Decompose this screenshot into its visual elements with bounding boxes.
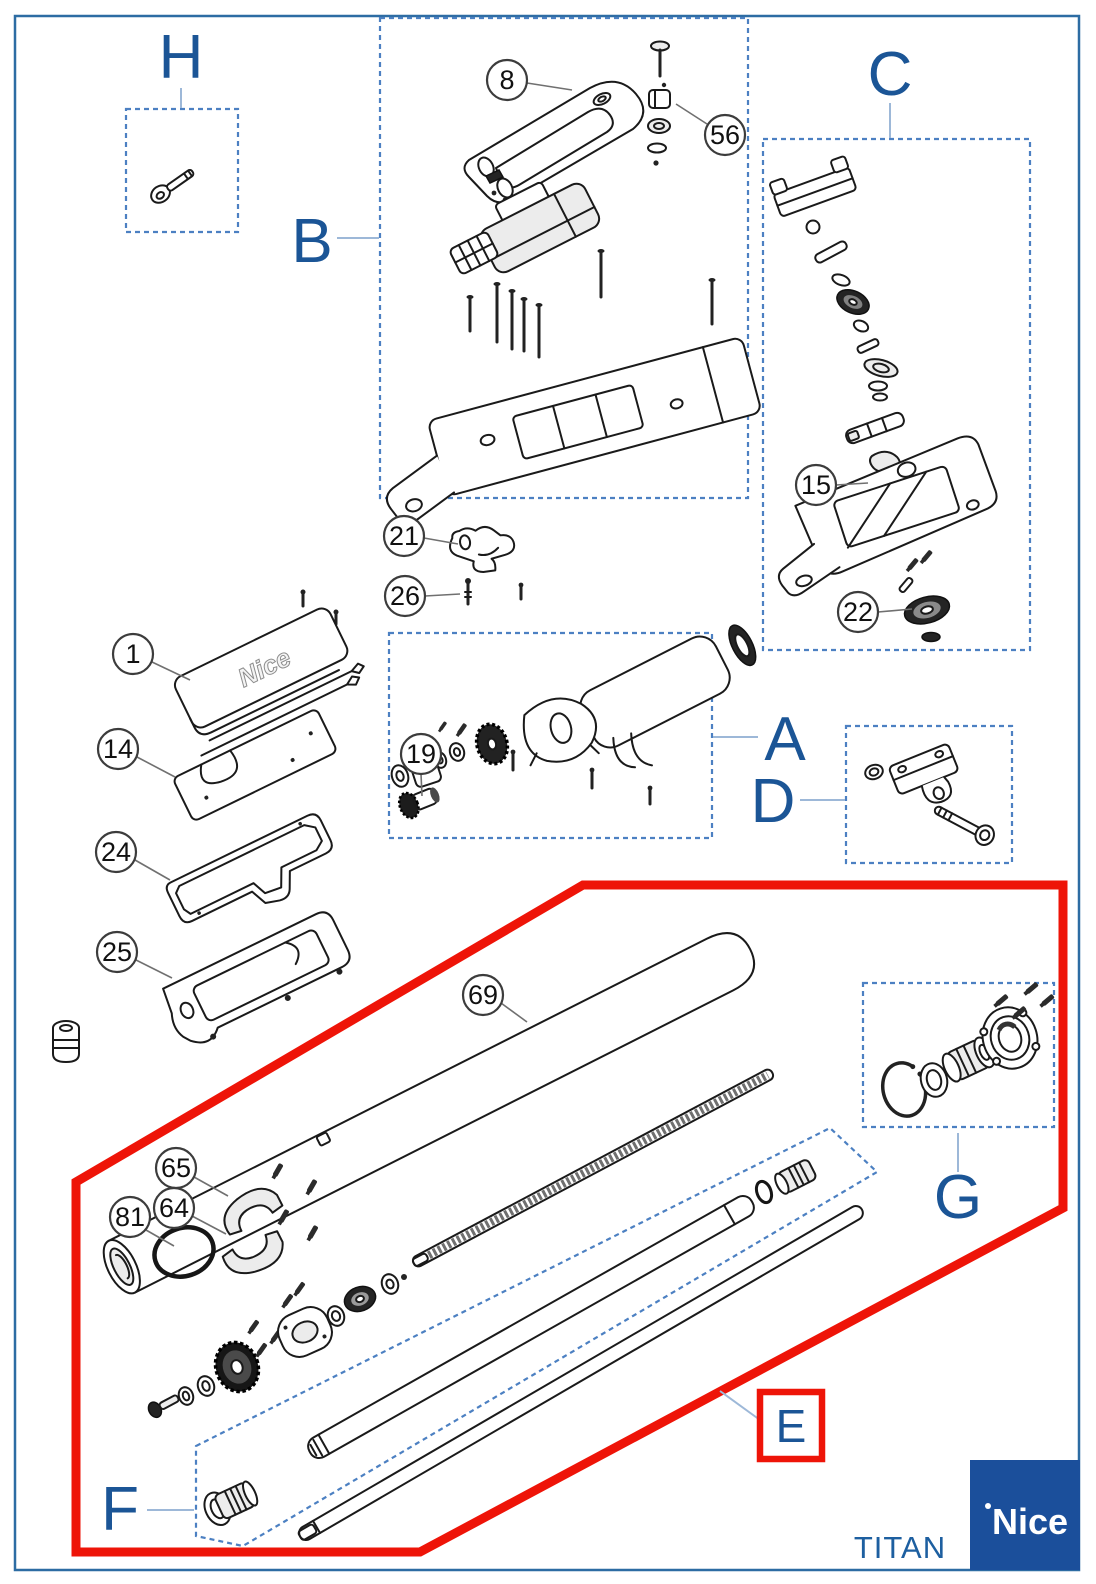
drawing-oring-81 <box>152 1225 216 1279</box>
part-callout-1: 1 <box>111 632 191 681</box>
drawing-drive-cluster <box>147 1273 407 1419</box>
svg-text:56: 56 <box>710 120 740 150</box>
drawing-spur-gear-a <box>474 722 510 766</box>
drawing-motor-a <box>566 624 757 769</box>
part-callout-8: 8 <box>485 58 573 102</box>
section-label-B: B <box>291 207 379 276</box>
part-callout-26: 26 <box>383 574 461 618</box>
drawing-clamp-shell-64 <box>221 1230 284 1275</box>
drawing-oring-small <box>754 1179 774 1205</box>
part-callout-64: 64 <box>152 1186 227 1235</box>
drawing-bracket-21 <box>449 525 516 574</box>
section-box-H <box>124 107 240 234</box>
section-label-H: H <box>159 23 204 108</box>
brand-logo: Nice <box>970 1460 1080 1570</box>
drawing-piston-tube <box>307 1194 755 1460</box>
brand-logo-text: Nice <box>992 1501 1068 1542</box>
drawing-bottom-rod <box>297 1205 864 1541</box>
section-box-A <box>387 631 714 840</box>
part-callout-81: 81 <box>108 1195 175 1247</box>
part-callout-56: 56 <box>675 103 747 157</box>
section-label-E: E <box>719 1388 826 1463</box>
section-label-G: G <box>934 1133 982 1232</box>
svg-text:D: D <box>751 767 796 836</box>
drawing-snap-ring-g <box>881 1061 928 1118</box>
drawing-coupler-g <box>941 1036 996 1083</box>
svg-text:B: B <box>291 207 332 276</box>
svg-text:21: 21 <box>389 521 419 551</box>
section-box-C <box>761 137 1032 652</box>
drawing-bolt-d <box>933 805 995 846</box>
svg-text:69: 69 <box>468 980 498 1010</box>
svg-text:24: 24 <box>101 837 131 867</box>
drawing-pinion-19 <box>397 787 440 820</box>
brand-logo-box <box>970 1460 1080 1570</box>
part-callout-21: 21 <box>382 514 459 558</box>
drawing-c-gear-chain <box>769 155 905 473</box>
svg-text:G: G <box>934 1163 982 1232</box>
drawing-tube-fitting <box>774 1159 817 1195</box>
screws-c <box>898 549 933 594</box>
part-callout-19: 19 <box>399 732 443 797</box>
svg-text:A: A <box>764 705 806 774</box>
drawing-f-fitting <box>203 1480 259 1526</box>
part-callout-69: 69 <box>461 973 528 1023</box>
part-callout-15: 15 <box>794 463 869 507</box>
drawing-gasket-24 <box>165 813 333 924</box>
model-name-text: TITAN <box>854 1530 946 1565</box>
svg-text:64: 64 <box>159 1193 189 1223</box>
part-callout-25: 25 <box>95 930 173 979</box>
drawing-lead-screw <box>411 1068 775 1268</box>
drawing-handle-cover <box>463 80 645 204</box>
drawing-cover-1: Nice <box>173 607 349 736</box>
highlight-outline-E <box>71 880 1068 1557</box>
svg-text:81: 81 <box>115 1202 145 1232</box>
part-callout-22: 22 <box>836 590 913 634</box>
svg-text:19: 19 <box>406 739 436 769</box>
screws-a <box>437 721 653 806</box>
svg-text:F: F <box>101 1475 139 1544</box>
svg-text:H: H <box>159 23 204 92</box>
drawing-connector-block <box>449 231 499 275</box>
section-box-B <box>378 16 750 500</box>
svg-text:65: 65 <box>161 1153 191 1183</box>
svg-text:8: 8 <box>499 65 514 95</box>
part-callout-65: 65 <box>154 1146 229 1197</box>
svg-text:C: C <box>868 40 913 109</box>
svg-text:E: E <box>776 1400 807 1452</box>
page-border <box>13 14 1081 1572</box>
drawing-housing-25 <box>162 911 351 1044</box>
drawing-pin-and-cap-56 <box>647 40 671 166</box>
svg-text:22: 22 <box>843 597 873 627</box>
drawing-front-bracket-d <box>888 743 959 804</box>
section-label-F: F <box>101 1475 194 1544</box>
drawing-release-key <box>150 168 195 204</box>
svg-text:15: 15 <box>801 470 831 500</box>
part-callout-14: 14 <box>96 727 176 778</box>
brand-logo-mark <box>985 1503 991 1509</box>
drawing-gear-housing-a <box>522 697 600 767</box>
drawing-clamp-shell-65 <box>223 1187 284 1236</box>
svg-text:26: 26 <box>390 581 420 611</box>
part-callout-24: 24 <box>94 830 171 881</box>
drawing-seal-g <box>919 1062 949 1098</box>
section-label-D: D <box>751 767 845 836</box>
section-box-D <box>844 724 1014 865</box>
section-label-C: C <box>868 40 913 138</box>
screws-b <box>466 249 716 359</box>
section-box-G <box>861 981 1056 1129</box>
drawing-screws-26 <box>464 578 524 606</box>
svg-text:1: 1 <box>125 639 140 669</box>
drawing-base-plate-b <box>385 337 761 525</box>
drawing-end-cap <box>52 1020 80 1063</box>
drawing-pulley-22 <box>903 595 951 643</box>
svg-text:25: 25 <box>102 937 132 967</box>
drawing-base-housing-15 <box>777 435 998 597</box>
drawing-bushing-d <box>864 763 884 781</box>
drawing-plate-14 <box>173 662 365 821</box>
screws-left <box>300 589 339 626</box>
svg-text:14: 14 <box>103 734 133 764</box>
section-label-A: A <box>713 705 806 774</box>
